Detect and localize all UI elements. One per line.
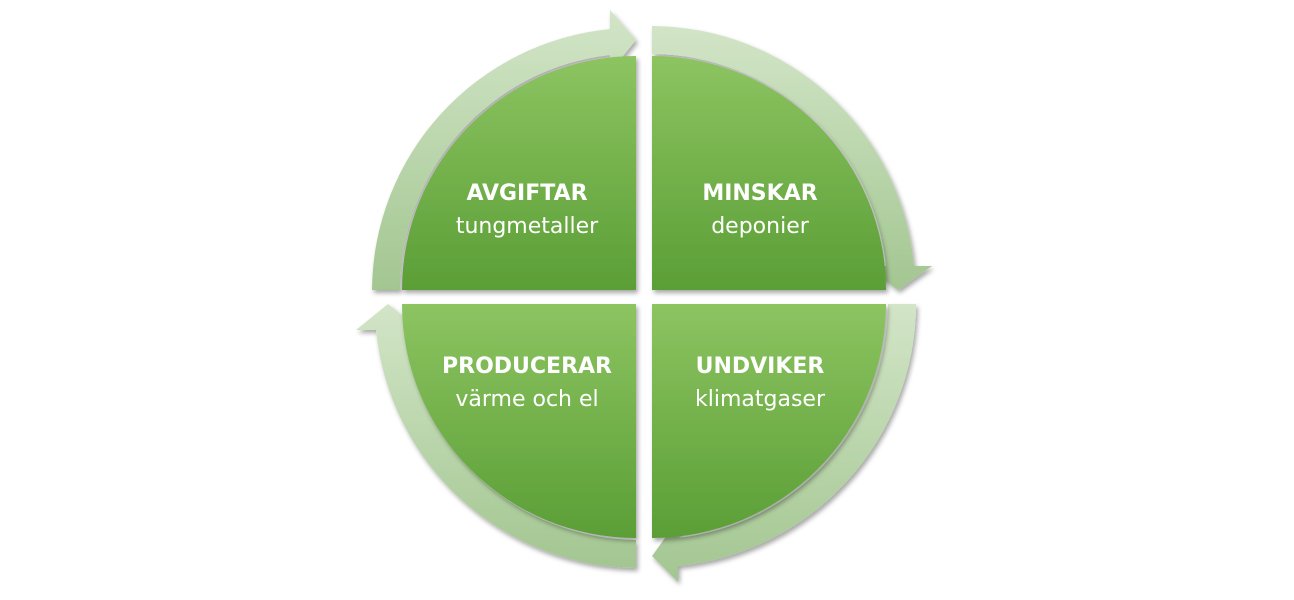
label-avgiftar-subtitle: tungmetaller (456, 214, 599, 239)
quadrant-labels: AVGIFTAR tungmetaller MINSKAR deponier U… (442, 181, 826, 412)
arrow-top-left (372, 10, 636, 290)
arrow-top-right (652, 26, 932, 290)
quadrant-bottom-left (402, 304, 636, 538)
cycle-arrows (356, 10, 932, 582)
arrow-bottom-right (652, 304, 916, 582)
label-undviker-subtitle: klimatgaser (695, 387, 826, 412)
quadrant-top-left (402, 56, 636, 290)
label-avgiftar-title: AVGIFTAR (466, 181, 587, 206)
arrow-bottom-left (356, 304, 636, 568)
label-producerar-title: PRODUCERAR (442, 354, 612, 379)
label-minskar-title: MINSKAR (702, 181, 817, 206)
quadrant-bottom-right (652, 304, 886, 538)
label-undviker-title: UNDVIKER (696, 354, 825, 379)
quadrants (402, 56, 886, 538)
quadrant-top-right (652, 56, 886, 290)
label-minskar-subtitle: deponier (711, 214, 810, 239)
label-producerar-subtitle: värme och el (455, 387, 598, 412)
